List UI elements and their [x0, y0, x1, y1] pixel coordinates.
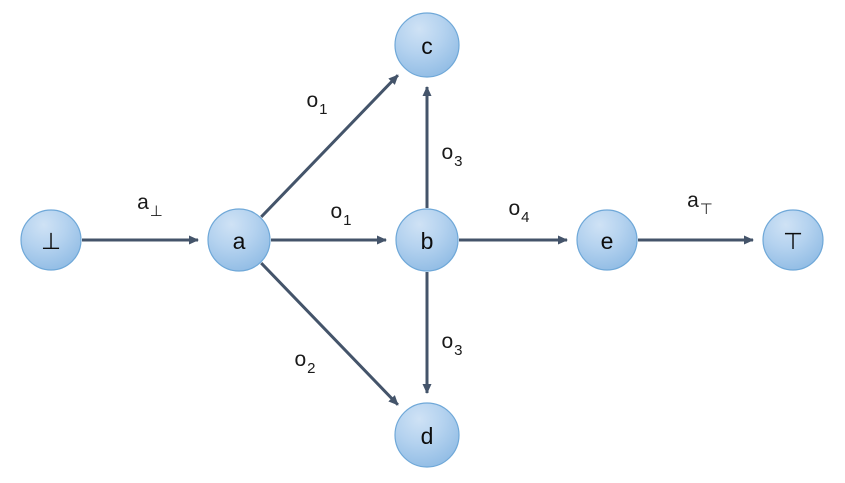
node-label-bot: ⊥: [41, 228, 61, 254]
node-b[interactable]: b: [395, 208, 459, 272]
edge-label-a-d: o2: [294, 348, 315, 377]
node-label-c: c: [421, 33, 433, 59]
node-circle-a: [207, 208, 271, 272]
node-label-top: ⊤: [783, 228, 803, 254]
node-a[interactable]: a: [207, 208, 271, 272]
node-circle-c: [394, 12, 460, 78]
node-top[interactable]: ⊤: [762, 209, 824, 271]
edge-label-b-d: o3: [441, 330, 462, 359]
node-c[interactable]: c: [394, 12, 460, 78]
node-circle-b: [395, 208, 459, 272]
node-bot[interactable]: ⊥: [20, 209, 82, 271]
node-label-d: d: [421, 423, 434, 449]
edge-label-e-top: a⊤: [687, 189, 713, 218]
edge-label-a-c: o1: [306, 89, 327, 118]
node-label-b: b: [421, 228, 434, 254]
node-circle-e: [576, 209, 638, 271]
node-label-a: a: [233, 228, 246, 254]
edge-label-b-e: o4: [508, 197, 529, 226]
edge-labels-layer: a⊥ o1 o1 o2 o3 o3 o4 a⊤: [137, 89, 713, 377]
edge-label-bot-a: a⊥: [137, 191, 163, 220]
edge-label-a-b: o1: [330, 200, 351, 229]
node-circle-top: [762, 209, 824, 271]
edge-a-d: [260, 261, 399, 406]
node-circle-d: [394, 402, 460, 468]
node-circle-bot: [20, 209, 82, 271]
node-label-e: e: [601, 228, 614, 254]
nodes-layer: ⊥ a b c d e ⊤: [20, 12, 824, 468]
node-d[interactable]: d: [394, 402, 460, 468]
edge-label-b-c: o3: [441, 141, 462, 170]
edge-a-c: [260, 74, 399, 219]
edges-layer: [82, 74, 754, 406]
node-e[interactable]: e: [576, 209, 638, 271]
